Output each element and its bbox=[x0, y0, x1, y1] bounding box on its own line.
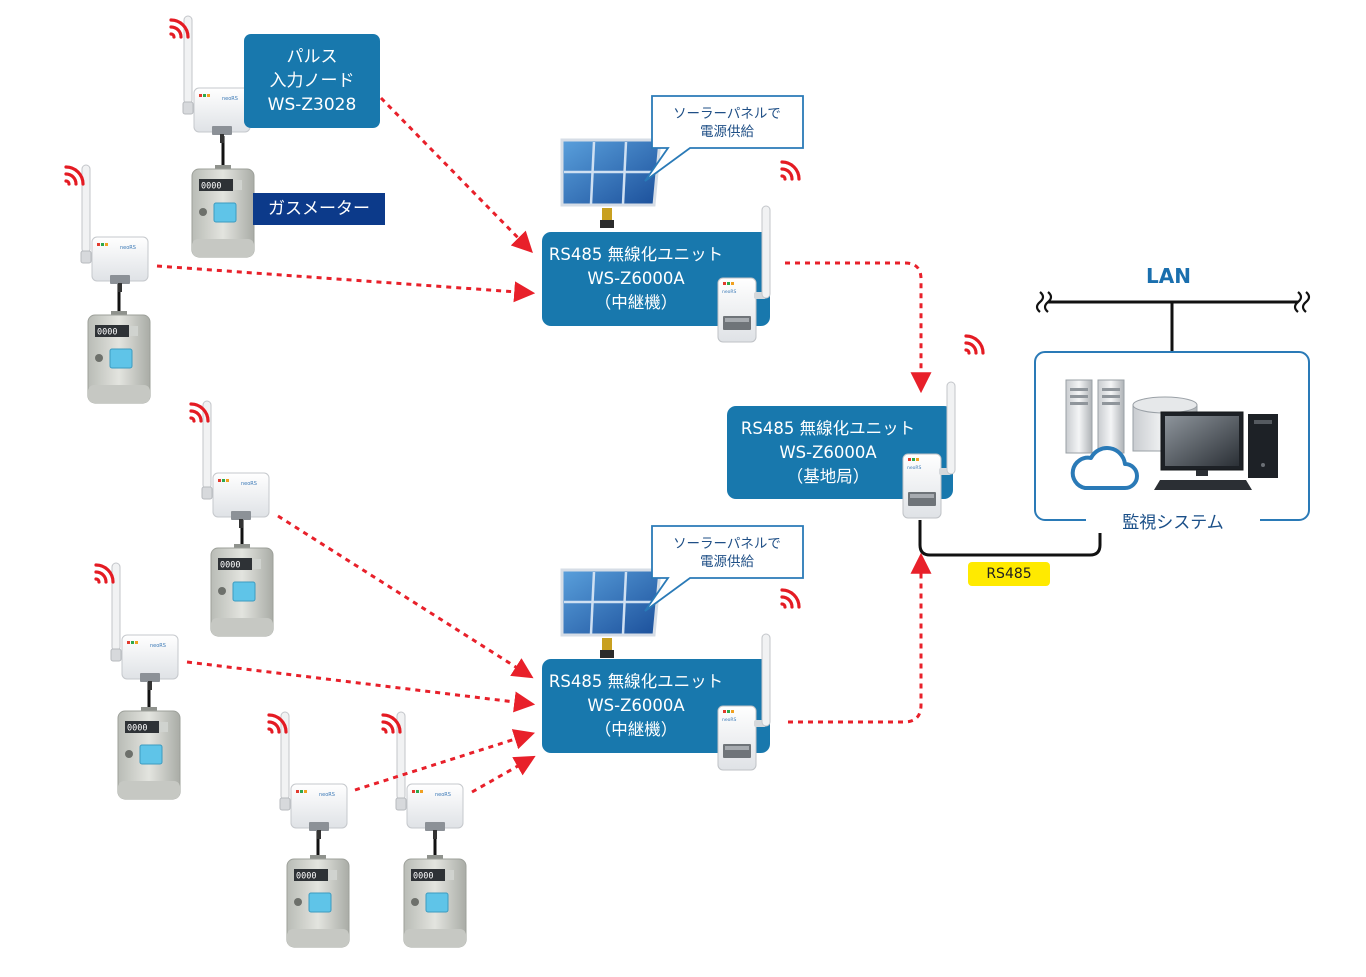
solar-callout-text-bottom: ソーラーパネルで 電源供給 bbox=[652, 535, 802, 571]
lan-break-right bbox=[1293, 291, 1311, 313]
monitoring-system-label: 監視システム bbox=[1086, 508, 1260, 533]
lan-label: LAN bbox=[1146, 264, 1191, 288]
link-pulse-node-2 bbox=[156, 264, 536, 303]
solar-callout-line-1: ソーラーパネルで bbox=[673, 106, 781, 122]
base-unit-role: （基地局） bbox=[786, 466, 870, 486]
relay-unit-name: RS485 無線化ユニット bbox=[548, 245, 724, 264]
base-station-device bbox=[902, 381, 956, 519]
rs485-badge: RS485 bbox=[968, 562, 1050, 586]
relay-unit-role: （中継機） bbox=[594, 720, 678, 739]
link-pulse-node-4 bbox=[186, 660, 536, 713]
solar-callout-line-1: ソーラーパネルで bbox=[673, 536, 781, 552]
solar-callout-line-2: 電源供給 bbox=[700, 124, 754, 140]
link-relay-top-to-base bbox=[785, 261, 932, 394]
lan-break-left bbox=[1035, 291, 1053, 313]
wireless-links bbox=[156, 96, 932, 794]
relay-unit-model: WS-Z6000A bbox=[587, 269, 685, 288]
computer-icon bbox=[1154, 411, 1278, 490]
solar-callout-line-2: 電源供給 bbox=[700, 554, 754, 570]
servers-icon bbox=[1065, 379, 1125, 454]
relay-device-top bbox=[717, 205, 771, 343]
link-pulse-node-6 bbox=[471, 755, 536, 794]
base-unit-model: WS-Z6000A bbox=[779, 442, 877, 462]
pulse-input-node-label-box: パルス 入力ノード WS-Z3028 bbox=[244, 34, 380, 128]
cloud-icon bbox=[1070, 446, 1139, 490]
solar-callout-bubble-top bbox=[644, 95, 804, 182]
gas-meter-label: ガスメーター bbox=[253, 193, 385, 225]
link-pulse-node-5 bbox=[354, 729, 536, 792]
relay-unit-model: WS-Z6000A bbox=[587, 696, 685, 715]
pulse-node-line-2: 入力ノード bbox=[269, 71, 355, 91]
pulse-node-model: WS-Z3028 bbox=[267, 95, 357, 115]
solar-callout-bubble-bottom bbox=[644, 525, 804, 612]
relay-unit-name: RS485 無線化ユニット bbox=[548, 672, 724, 691]
link-relay-bottom-to-base bbox=[788, 552, 932, 724]
solar-callout-text-top: ソーラーパネルで 電源供給 bbox=[652, 105, 802, 141]
rs485-cable bbox=[918, 520, 1102, 557]
pulse-node-line-1: パルス bbox=[286, 47, 338, 67]
base-unit-name: RS485 無線化ユニット bbox=[740, 418, 916, 438]
relay-unit-role: （中継機） bbox=[594, 293, 678, 312]
relay-device-bottom bbox=[717, 633, 771, 771]
